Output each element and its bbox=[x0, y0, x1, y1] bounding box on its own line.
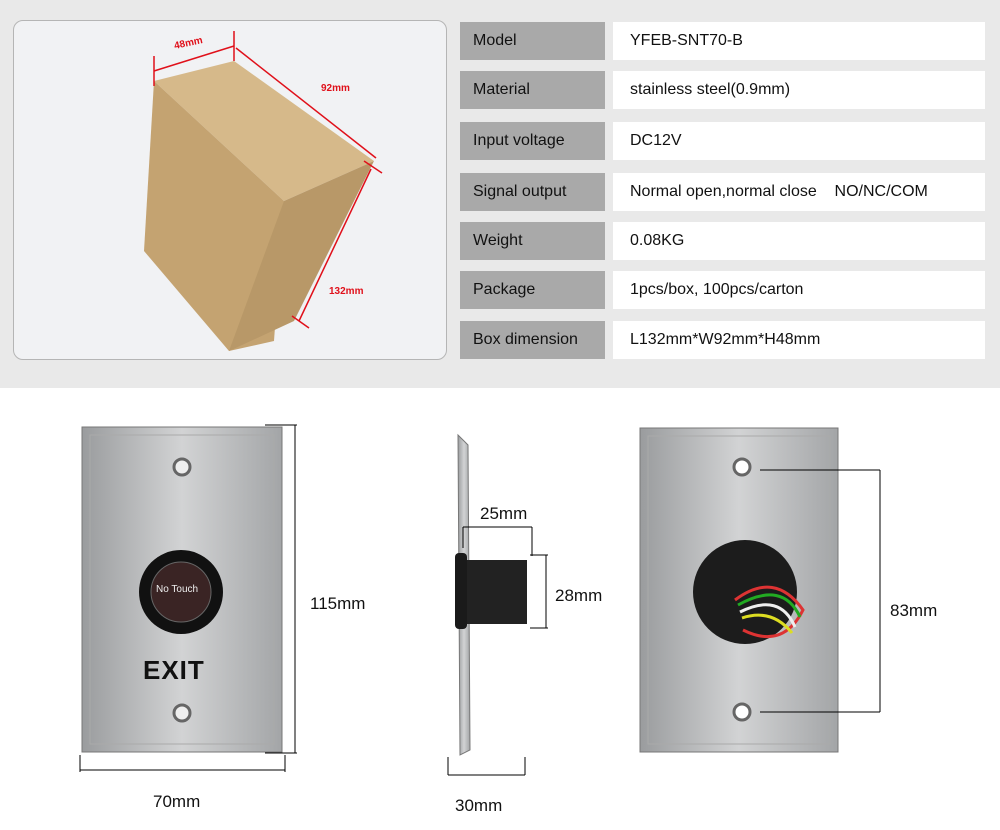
spec-label: Material bbox=[460, 71, 605, 109]
side-thickness-dim: 30mm bbox=[455, 796, 503, 815]
side-depth-dim: 25mm bbox=[480, 504, 528, 523]
front-plate bbox=[79, 424, 297, 772]
back-hole-spacing-dim: 83mm bbox=[890, 601, 938, 620]
front-width-dim: 70mm bbox=[153, 792, 201, 811]
box-photo: 48mm 92mm 132mm bbox=[13, 20, 447, 360]
touch-button-label: No Touch bbox=[156, 584, 199, 595]
spec-value: 0.08KG bbox=[613, 222, 985, 260]
spec-label: Model bbox=[460, 22, 605, 60]
box-length-label: 132mm bbox=[329, 286, 364, 297]
spec-value: L132mm*W92mm*H48mm bbox=[613, 321, 985, 359]
spec-value: YFEB-SNT70-B bbox=[613, 22, 985, 60]
exit-label: EXIT bbox=[143, 655, 205, 685]
front-height-dim: 115mm bbox=[310, 594, 366, 613]
spec-value: 1pcs/box, 100pcs/carton bbox=[613, 271, 985, 309]
spec-value: DC12V bbox=[613, 122, 985, 160]
back-plate bbox=[639, 427, 881, 753]
spec-label: Box dimension bbox=[460, 321, 605, 359]
spec-label: Package bbox=[460, 271, 605, 309]
spec-label: Weight bbox=[460, 222, 605, 260]
cardboard-box-illustration bbox=[144, 31, 383, 351]
spec-label: Signal output bbox=[460, 173, 605, 211]
spec-value: Normal open,normal close NO/NC/COM bbox=[613, 173, 985, 211]
side-view bbox=[447, 433, 548, 776]
spec-value: stainless steel(0.9mm) bbox=[613, 71, 985, 109]
spec-label: Input voltage bbox=[460, 122, 605, 160]
side-diameter-dim: 28mm bbox=[555, 586, 603, 605]
box-width-label: 92mm bbox=[321, 83, 350, 94]
